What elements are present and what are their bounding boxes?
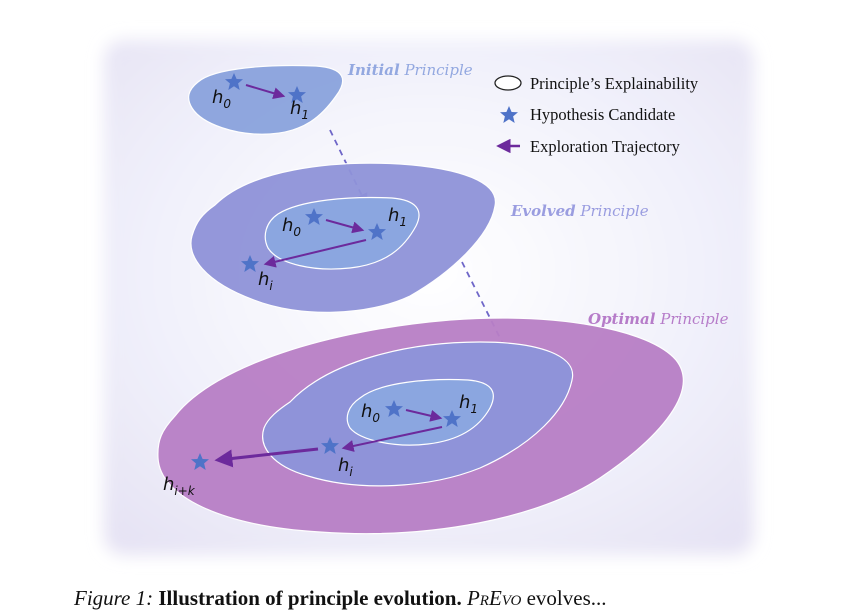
trajectory-arrow-h0-h1-evolved <box>325 219 365 234</box>
caption-title: Illustration of principle evolution. <box>158 586 462 610</box>
label-hi: hi <box>258 269 273 293</box>
caption-rest: evolves... <box>526 586 607 610</box>
label-h0: h0 <box>212 87 231 111</box>
principle-evolution-figure: h0 h1 Initial Principle h0 h1 hi Evolved… <box>104 40 754 555</box>
caption-method-name: PrEvo <box>466 586 522 610</box>
legend-item-hypothesis: Hypothesis Candidate <box>500 105 675 124</box>
ellipse-icon <box>494 75 522 91</box>
evolution-dashed-arrow-2 <box>461 261 516 369</box>
trajectory-arrow-h0-h1-initial <box>245 84 286 100</box>
legend-label: Exploration Trajectory <box>530 137 681 156</box>
legend: Principle’s Explainability Hypothesis Ca… <box>494 74 699 156</box>
label-h1: h1 <box>290 98 309 122</box>
trajectory-arrow-h0-h1-optimal <box>405 409 443 422</box>
trajectory-arrow-hi-hik-optimal <box>214 447 319 468</box>
trajectory-arrow-h1-hi-evolved <box>263 239 367 268</box>
label-hik: hi+k <box>163 474 196 498</box>
trajectory-arrow-h1-hi-optimal <box>341 426 443 452</box>
legend-item-explainability: Principle’s Explainability <box>494 74 699 93</box>
label-h0: h0 <box>361 401 380 425</box>
label-hi: hi <box>338 455 353 479</box>
legend-label: Hypothesis Candidate <box>530 105 675 124</box>
figure-caption: Figure 1: Illustration of principle evol… <box>74 586 834 616</box>
optimal-principle-label: Optimal Principle <box>588 310 729 328</box>
evolved-principle-label: Evolved Principle <box>510 202 649 220</box>
label-h0: h0 <box>282 215 301 239</box>
optimal-inner-region <box>346 378 494 446</box>
initial-principle-label: Initial Principle <box>347 61 473 79</box>
legend-item-trajectory: Exploration Trajectory <box>496 137 681 156</box>
label-h1: h1 <box>388 205 407 229</box>
initial-principle-region <box>188 64 344 135</box>
label-h1: h1 <box>459 392 478 416</box>
evolved-inner-region <box>264 196 420 270</box>
caption-prefix: Figure 1: <box>74 586 154 610</box>
legend-label: Principle’s Explainability <box>530 74 699 93</box>
